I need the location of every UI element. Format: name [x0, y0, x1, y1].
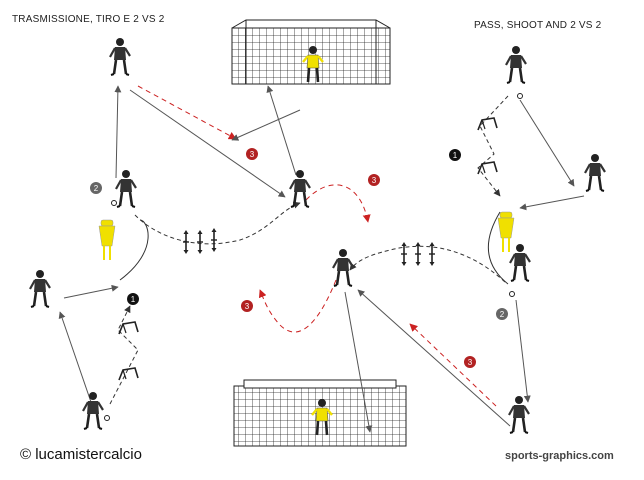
pole-icon — [210, 227, 218, 253]
player-icon — [28, 268, 52, 309]
svg-text:3: 3 — [250, 150, 255, 159]
step-marker-red-left-top: 3 — [246, 148, 258, 160]
player-icon — [81, 390, 105, 431]
player-icon — [504, 44, 528, 85]
title-english: PASS, SHOOT AND 2 VS 2 — [474, 20, 602, 31]
pole-icon — [182, 229, 190, 255]
svg-text:2: 2 — [94, 184, 99, 193]
svg-text:2: 2 — [500, 310, 505, 319]
step-marker-grey-right: 2 — [496, 308, 508, 320]
ball-icon — [111, 200, 117, 206]
poles-left — [182, 227, 218, 255]
player-icon — [508, 242, 532, 283]
step-marker-red-right: 3 — [464, 356, 476, 368]
step-marker-black-right: 1 — [449, 149, 461, 161]
step-marker-red-center: 3 — [368, 174, 380, 186]
mannequin-icon — [497, 211, 515, 253]
player-icon — [108, 36, 132, 77]
title-italian: TRASMISSIONE, TIRO E 2 VS 2 — [12, 14, 165, 25]
step-marker-black-left: 1 — [127, 293, 139, 305]
svg-text:3: 3 — [245, 302, 250, 311]
ball-icon — [509, 291, 515, 297]
player-icon — [507, 394, 531, 435]
source-credit: sports-graphics.com — [505, 450, 614, 462]
pass-lines-right — [258, 95, 585, 433]
ball-icon — [517, 93, 523, 99]
svg-text:3: 3 — [372, 176, 377, 185]
pole-icon — [414, 241, 422, 267]
poles-right — [400, 241, 436, 267]
player-icon — [583, 152, 607, 193]
copyright-credit: © lucamistercalcio — [20, 446, 142, 463]
svg-text:1: 1 — [453, 151, 458, 160]
svg-text:1: 1 — [131, 295, 136, 304]
player-icon — [288, 168, 312, 209]
svg-text:3: 3 — [468, 358, 473, 367]
player-icon — [114, 168, 138, 209]
pole-icon — [196, 229, 204, 255]
pole-icon — [400, 241, 408, 267]
pole-icon — [428, 241, 436, 267]
step-marker-red-left-mid: 3 — [241, 300, 253, 312]
ball-icons — [104, 93, 523, 421]
pass-lines-left — [58, 85, 371, 406]
mannequin-icon — [98, 219, 116, 261]
hurdle-icon — [118, 367, 139, 381]
step-marker-grey-left: 2 — [90, 182, 102, 194]
hurdle-icon — [118, 321, 139, 335]
ball-icon — [104, 415, 110, 421]
